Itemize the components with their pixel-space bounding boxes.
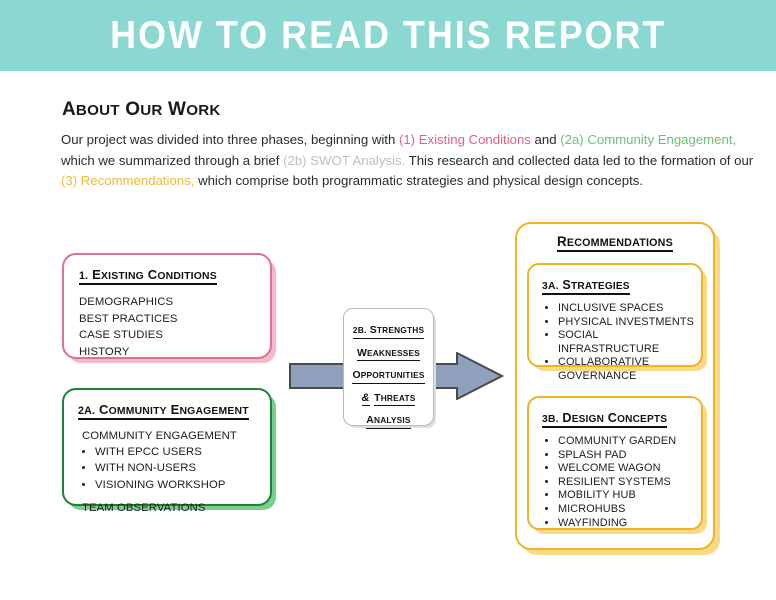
list-item: PHYSICAL INVESTMENTS	[558, 316, 701, 330]
box-strategies: 3A. STRATEGIES INCLUSIVE SPACES PHYSICAL…	[527, 263, 703, 382]
list-item: BEST PRACTICES	[79, 312, 178, 325]
design-concepts-content: 3B. DESIGN CONCEPTS COMMUNITY GARDEN SPL…	[529, 398, 701, 530]
swot-line-strengths: 2B. STRENGTHS	[352, 324, 425, 339]
strategies-content: 3A. STRATEGIES INCLUSIVE SPACES PHYSICAL…	[529, 265, 701, 384]
list-item: DEMOGRAPHICS	[79, 296, 174, 308]
community-engagement-subhead: COMMUNITY ENGAGEMENT	[82, 430, 237, 442]
swot-line-opportunities: OPPORTUNITIES	[352, 369, 425, 384]
box-existing-conditions: 1. EXISTING CONDITIONS DEMOGRAPHICS BEST…	[62, 253, 272, 359]
paragraph-part-3: which we summarized through a brief	[61, 152, 284, 168]
list-item: SPLASH PAD	[558, 449, 701, 463]
list-item: SOCIAL INFRASTRUCTURE	[558, 329, 701, 356]
list-item: CASE STUDIES	[79, 329, 164, 341]
list-item: HISTORY	[79, 345, 130, 358]
swot-line-ampersand: &	[361, 392, 370, 406]
paragraph-part-1: Our project was divided into three phase…	[61, 132, 399, 147]
design-concepts-title: 3B. DESIGN CONCEPTS	[542, 411, 668, 428]
phase-1-link: (1) Existing Conditions	[398, 132, 531, 147]
swot-line-analysis: ANALYSIS	[366, 414, 411, 429]
existing-conditions-content: 1. EXISTING CONDITIONS DEMOGRAPHICS BEST…	[64, 255, 270, 360]
list-item: RESILIENT SYSTEMS	[558, 476, 701, 490]
paragraph-part-2: and	[530, 132, 561, 147]
strategies-bullets: INCLUSIVE SPACES PHYSICAL INVESTMENTS SO…	[558, 302, 701, 384]
phase-3-link: (3) Recommendations,	[61, 173, 195, 188]
swot-line-weaknesses: WEAKNESSES	[356, 347, 421, 361]
box-design-concepts: 3B. DESIGN CONCEPTS COMMUNITY GARDEN SPL…	[527, 396, 703, 530]
community-engagement-tail: TEAM OBSERVATIONS	[82, 501, 206, 514]
list-item: INCLUSIVE SPACES	[558, 302, 701, 316]
design-concepts-bullets: COMMUNITY GARDEN SPLASH PAD WELCOME WAGO…	[558, 435, 701, 530]
page-title: HOW TO READ THIS REPORT	[109, 13, 667, 57]
paragraph-part-4: This research and collected data led to …	[405, 152, 754, 168]
about-heading-text: ABOUT OUR WORK	[62, 99, 221, 120]
community-engagement-bullets: WITH EPCC USERS WITH NON-USERS VISIONING…	[95, 444, 270, 493]
paragraph-part-5: which comprise both programmatic strateg…	[194, 173, 644, 188]
community-engagement-content: 2A. COMMUNITY ENGAGEMENT COMMUNITY ENGAG…	[64, 390, 270, 514]
recommendations-title: RECOMMENDATIONS	[557, 234, 673, 252]
list-item: VISIONING WORKSHOP	[95, 477, 270, 493]
phase-2b-link: (2b) SWOT Analysis.	[283, 152, 406, 168]
section-heading-about-our-work: ABOUT OUR WORK	[62, 99, 221, 121]
list-item: COLLABORATIVE GOVERNANCE	[558, 356, 701, 383]
existing-conditions-list: DEMOGRAPHICS BEST PRACTICES CASE STUDIES…	[79, 294, 270, 360]
list-item: WAYFINDING	[558, 517, 701, 531]
existing-conditions-title: 1. EXISTING CONDITIONS	[79, 267, 217, 285]
list-item: WITH NON-USERS	[95, 460, 270, 476]
recommendations-title-wrap: RECOMMENDATIONS	[515, 233, 715, 252]
box-community-engagement: 2A. COMMUNITY ENGAGEMENT COMMUNITY ENGAG…	[62, 388, 272, 514]
list-item: WELCOME WAGON	[558, 462, 701, 476]
list-item: MOBILITY HUB	[558, 489, 701, 503]
page-header-banner: HOW TO READ THIS REPORT	[0, 0, 776, 71]
list-item: MICROHUBS	[558, 503, 701, 517]
swot-content: 2B. STRENGTHS WEAKNESSES OPPORTUNITIES &…	[344, 309, 433, 433]
list-item: WITH EPCC USERS	[95, 444, 270, 460]
strategies-title: 3A. STRATEGIES	[542, 278, 630, 295]
about-paragraph: Our project was divided into three phase…	[61, 130, 761, 192]
community-engagement-title: 2A. COMMUNITY ENGAGEMENT	[78, 402, 249, 420]
box-swot-analysis: 2B. STRENGTHS WEAKNESSES OPPORTUNITIES &…	[343, 308, 434, 429]
phase-2a-link: (2a) Community Engagement,	[560, 132, 737, 147]
swot-line-threats: THREATS	[374, 392, 416, 406]
list-item: COMMUNITY GARDEN	[558, 435, 701, 449]
